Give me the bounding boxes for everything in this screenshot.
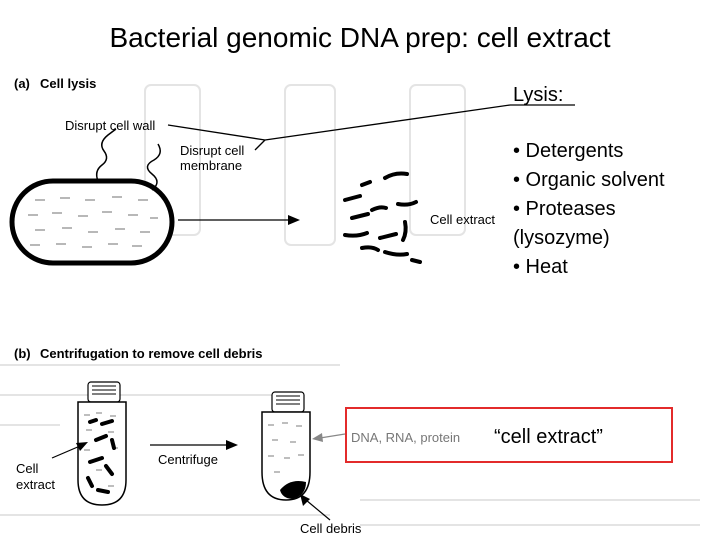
cell-extract-note: “cell extract” [494,426,603,448]
cell-extract-highlight-box [345,407,673,463]
panel-a-letter: (a) [14,76,30,91]
lysis-item: • Detergents [513,140,624,162]
lysis-item: • Organic solvent [513,169,665,191]
label-cell-extract-b-1: Cell [16,461,39,476]
arrow-cell-debris [300,494,331,521]
label-cell-extract-b-2: extract [16,477,56,492]
lysis-heading: Lysis: [513,84,564,106]
label-contents: DNA, RNA, protein [351,430,461,445]
test-tube-supernatant [261,391,311,501]
lysis-item: • Proteases [513,198,616,220]
label-centrifuge: Centrifuge [158,452,218,467]
arrow-cell-extract-label [51,442,88,459]
arrow-contents [312,433,346,442]
bacterial-cell [9,128,175,266]
label-cell-extract-a: Cell extract [430,212,496,227]
label-disrupt-cell-wall: Disrupt cell wall [65,118,156,133]
cell-interior-dashes [28,196,158,248]
panel-a-heading: Cell lysis [40,76,97,91]
lysis-item: (lysozyme) [513,227,610,249]
faint-ghost-marks [0,84,700,526]
label-disrupt-membrane-2: membrane [180,158,243,173]
label-disrupt-membrane-1: Disrupt cell [180,143,245,158]
page-title: Bacterial genomic DNA prep: cell extract [109,22,611,53]
callout-lines [167,104,575,151]
label-cell-debris: Cell debris [300,521,362,536]
arrow-lysis [178,215,300,225]
panel-b-letter: (b) [14,346,31,361]
test-tube-cell-extract [77,381,127,506]
arrow-centrifuge [150,440,238,450]
cell-fragments [343,171,422,264]
lysis-item: • Heat [513,256,568,278]
panel-b-heading: Centrifugation to remove cell debris [40,346,263,361]
